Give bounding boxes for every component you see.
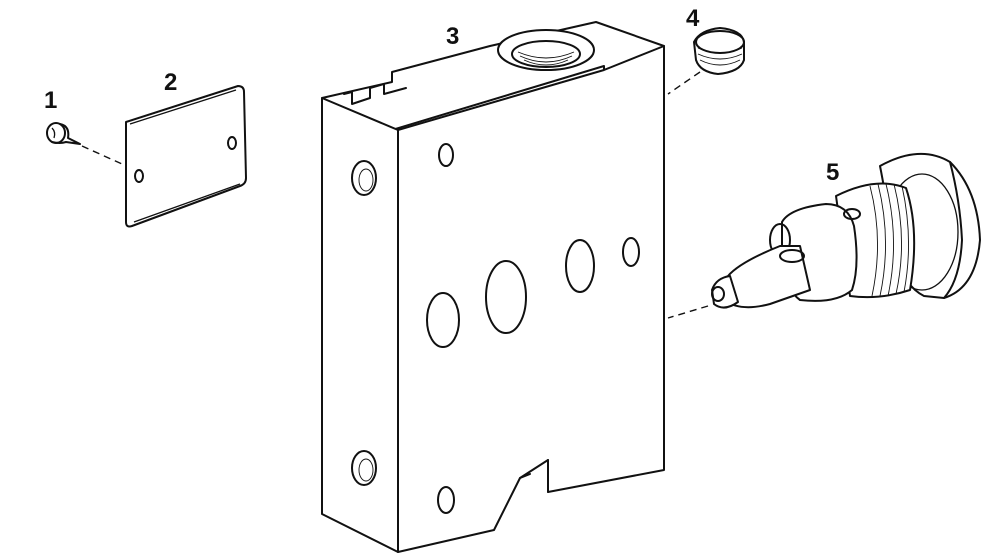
callout-1: 1 [44,87,57,114]
callout-4: 4 [686,5,700,32]
callout-5: 5 [826,159,839,186]
callout-3: 3 [446,23,459,50]
part-4-plug [667,27,745,95]
part-1-rivet [46,122,123,165]
part-2-cover-plate [125,85,247,228]
part-3-valve-body [321,21,665,553]
callout-2: 2 [164,69,177,96]
part-5-cartridge-valve [667,152,981,319]
